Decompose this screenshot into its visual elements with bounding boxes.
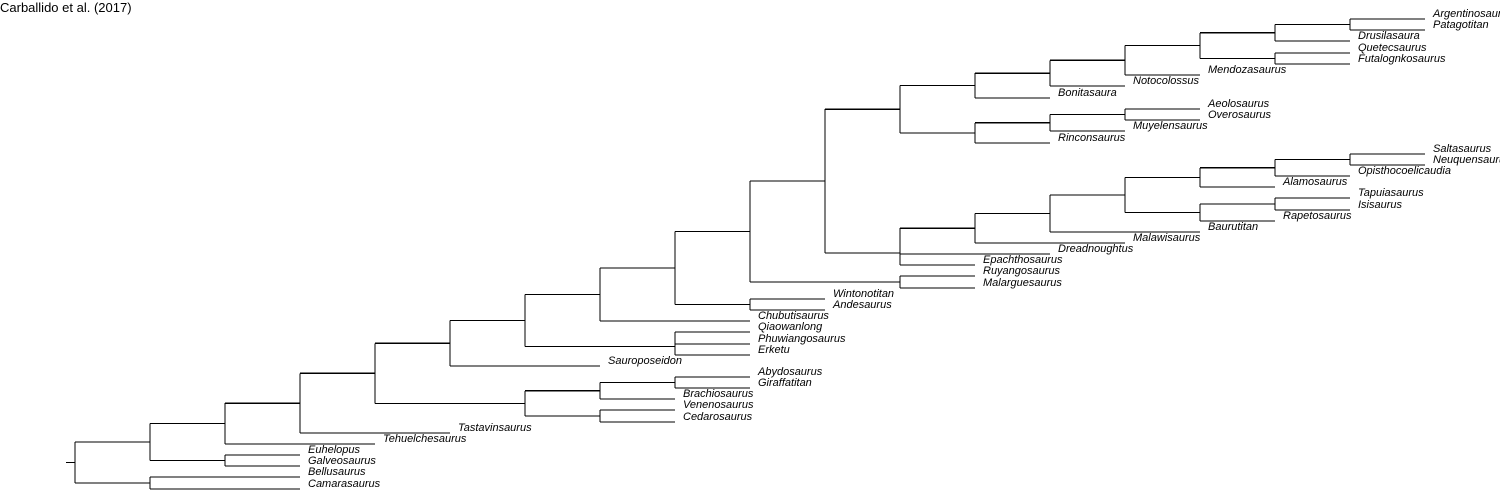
- taxon-label-brachiosaurus: Brachiosaurus: [683, 388, 754, 400]
- taxon-label-phuwiangosaurus: Phuwiangosaurus: [758, 333, 846, 345]
- taxon-label-venenosaurus: Venenosaurus: [683, 399, 754, 411]
- taxon-label-isisaurus: Isisaurus: [1358, 199, 1403, 211]
- taxon-label-drusilasaura: Drusilasaura: [1358, 30, 1420, 42]
- taxon-label-euhelopus: Euhelopus: [308, 444, 360, 456]
- taxon-label-tapuiasaurus: Tapuiasaurus: [1358, 187, 1424, 199]
- taxon-label-opisthocoelicaudia: Opisthocoelicaudia: [1358, 165, 1451, 177]
- taxon-label-chubutisaurus: Chubutisaurus: [758, 310, 829, 322]
- taxon-label-wintonotitan: Wintonotitan: [833, 288, 894, 300]
- taxon-label-epachthosaurus: Epachthosaurus: [983, 254, 1063, 266]
- taxon-label-galveosaurus: Galveosaurus: [308, 455, 376, 467]
- taxon-label-dreadnoughtus: Dreadnoughtus: [1058, 243, 1134, 255]
- taxon-label-malawisaurus: Malawisaurus: [1133, 232, 1201, 244]
- taxon-label-neuquensaurus: Neuquensaurus: [1433, 154, 1500, 166]
- taxon-label-tehuelchesaurus: Tehuelchesaurus: [383, 433, 467, 445]
- taxon-labels: ArgentinosaurusPatagotitanDrusilasauraQu…: [308, 8, 1500, 490]
- taxon-label-aeolosaurus: Aeolosaurus: [1207, 98, 1270, 110]
- taxon-label-rapetosaurus: Rapetosaurus: [1283, 210, 1352, 222]
- taxon-label-ruyangosaurus: Ruyangosaurus: [983, 265, 1061, 277]
- taxon-label-alamosaurus: Alamosaurus: [1282, 176, 1348, 188]
- taxon-label-bonitasaura: Bonitasaura: [1058, 87, 1117, 99]
- taxon-label-notocolossus: Notocolossus: [1133, 75, 1200, 87]
- taxon-label-qiaowanlong: Qiaowanlong: [758, 321, 823, 333]
- taxon-label-rinconsaurus: Rinconsaurus: [1058, 132, 1126, 144]
- tree-branches: [66, 18, 1425, 490]
- taxon-label-giraffatitan: Giraffatitan: [758, 377, 812, 389]
- taxon-label-futalognkosaurus: Futalognkosaurus: [1358, 53, 1446, 65]
- taxon-label-baurutitan: Baurutitan: [1208, 221, 1258, 233]
- taxon-label-muyelensaurus: Muyelensaurus: [1133, 120, 1208, 132]
- taxon-label-overosaurus: Overosaurus: [1208, 109, 1271, 121]
- taxon-label-bellusaurus: Bellusaurus: [308, 466, 366, 478]
- taxon-label-malarguesaurus: Malarguesaurus: [983, 277, 1062, 289]
- taxon-label-patagotitan: Patagotitan: [1433, 19, 1489, 31]
- taxon-label-camarasaurus: Camarasaurus: [308, 478, 381, 490]
- taxon-label-tastavinsaurus: Tastavinsaurus: [458, 422, 532, 434]
- taxon-label-andesaurus: Andesaurus: [832, 299, 892, 311]
- taxon-label-saltasaurus: Saltasaurus: [1433, 143, 1492, 155]
- taxon-label-erketu: Erketu: [758, 344, 790, 356]
- taxon-label-quetecsaurus: Quetecsaurus: [1358, 42, 1427, 54]
- taxon-label-mendozasaurus: Mendozasaurus: [1208, 64, 1287, 76]
- taxon-label-sauroposeidon: Sauroposeidon: [608, 355, 682, 367]
- taxon-label-abydosaurus: Abydosaurus: [757, 366, 823, 378]
- taxon-label-argentinosaurus: Argentinosaurus: [1432, 8, 1500, 20]
- figure-title: Carballido et al. (2017): [0, 0, 132, 15]
- taxon-label-cedarosaurus: Cedarosaurus: [683, 411, 753, 423]
